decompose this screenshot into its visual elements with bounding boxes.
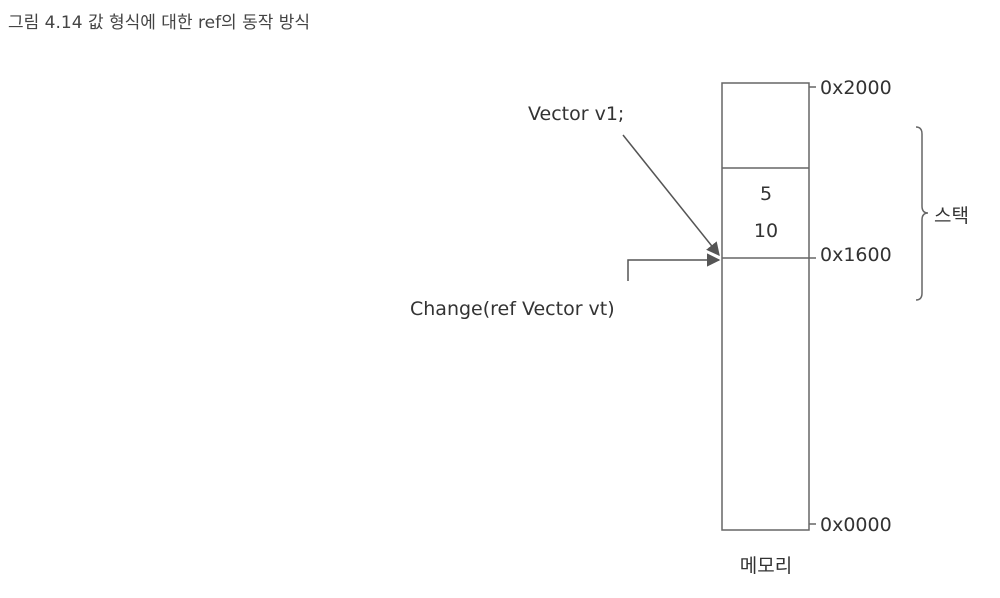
stack-brace — [915, 126, 929, 301]
address-bottom: 0x0000 — [820, 514, 892, 536]
stack-value-second: 10 — [754, 220, 778, 242]
stack-label: 스택 — [934, 205, 969, 227]
vector-pointer-arrow — [622, 134, 720, 257]
vector-declaration-label: Vector v1; — [528, 103, 624, 125]
address-top: 0x2000 — [820, 77, 892, 99]
ref-parameter-arrow — [627, 253, 721, 281]
figure-caption: 그림 4.14 값 형식에 대한 ref의 동작 방식 — [8, 13, 311, 33]
memory-label: 메모리 — [740, 555, 792, 577]
stack-value-first: 5 — [760, 183, 772, 205]
memory-block — [721, 82, 810, 531]
change-method-label: Change(ref Vector vt) — [410, 298, 615, 320]
address-middle: 0x1600 — [820, 244, 892, 266]
